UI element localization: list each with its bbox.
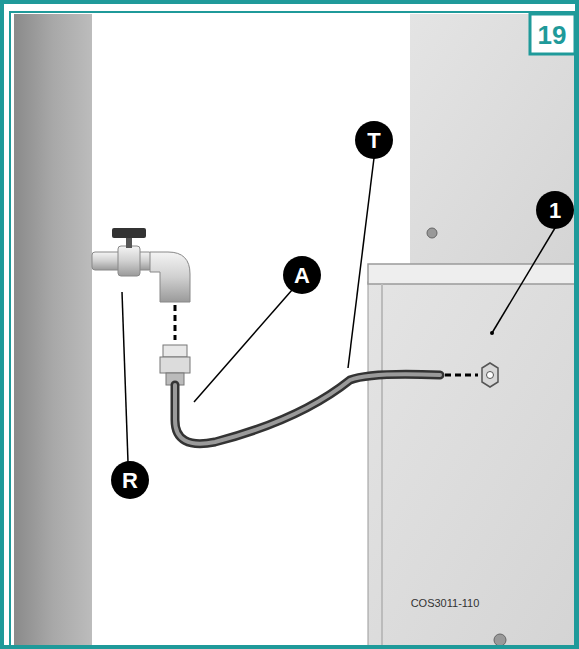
tap-handle bbox=[112, 228, 146, 238]
callout-circle bbox=[283, 256, 321, 294]
hose-highlight bbox=[175, 374, 440, 444]
connection-dash bbox=[445, 374, 478, 377]
callout-circle bbox=[355, 121, 393, 159]
frame-edge bbox=[381, 284, 383, 649]
tap-spout bbox=[150, 252, 190, 302]
bolt bbox=[427, 228, 437, 238]
fitting-thread bbox=[163, 345, 187, 357]
connection-dash bbox=[174, 305, 177, 340]
leader-line bbox=[194, 290, 292, 402]
hose bbox=[175, 374, 440, 444]
callout-number: 1 bbox=[549, 200, 561, 222]
frame-top bbox=[368, 264, 579, 284]
callout-letter: T bbox=[367, 130, 380, 152]
page-number-box bbox=[530, 14, 575, 54]
callout-circle bbox=[536, 191, 574, 229]
fitting-nut bbox=[160, 357, 190, 373]
frame-inner bbox=[10, 12, 575, 649]
leader-line bbox=[122, 292, 128, 462]
bolt bbox=[494, 634, 506, 646]
page-number: 19 bbox=[538, 22, 567, 48]
inlet-nut bbox=[482, 363, 498, 387]
tap-valve bbox=[118, 246, 140, 276]
leader-line bbox=[348, 158, 374, 368]
appliance-body bbox=[368, 282, 579, 649]
leader-dot bbox=[490, 331, 494, 335]
leader-line bbox=[492, 228, 555, 333]
inlet-hole bbox=[487, 372, 494, 379]
figure-code: COS3011-110 bbox=[411, 598, 480, 609]
callout-circle bbox=[111, 461, 149, 499]
callout-letter: R bbox=[122, 470, 138, 492]
callout-letter: A bbox=[294, 265, 310, 287]
upper-panel bbox=[410, 14, 579, 266]
wall bbox=[14, 14, 92, 649]
